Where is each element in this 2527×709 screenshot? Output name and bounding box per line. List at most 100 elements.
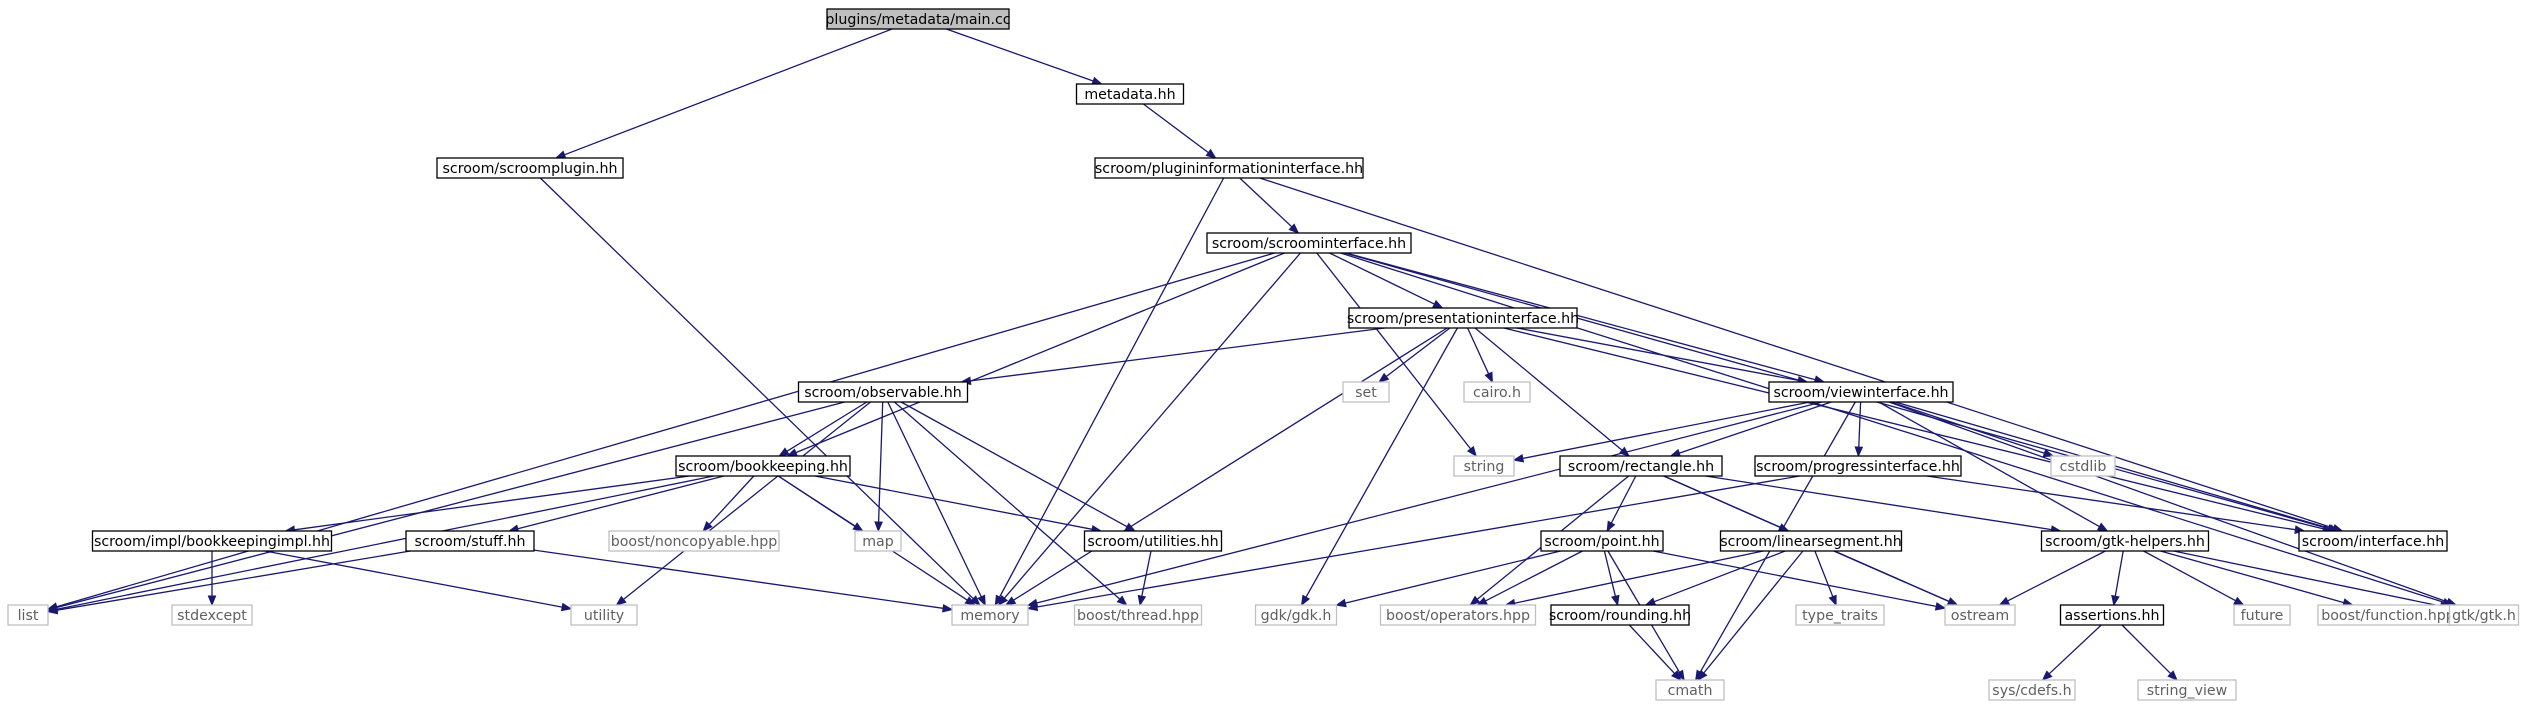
edge-line [2143, 550, 2236, 602]
edge-line [2160, 550, 2344, 604]
node-viewif[interactable]: scroom/viewinterface.hh [1768, 381, 1954, 403]
node-linearseg[interactable]: scroom/linearsegment.hh [1719, 530, 1903, 552]
edge-point-to-rounding [1603, 550, 1620, 607]
node-typetraits: type_traits [1795, 604, 1885, 626]
edge-line [1385, 327, 1451, 378]
node-point[interactable]: scroom/point.hh [1540, 530, 1664, 552]
node-metadata[interactable]: metadata.hh [1075, 83, 1185, 105]
arrowhead [1512, 453, 1525, 463]
edge-line [264, 550, 563, 608]
node-label: cairo.h [1473, 385, 1521, 401]
edge-scroomif-to-string [1316, 252, 1478, 458]
edge-bookkeeping-to-noncopyable [702, 475, 755, 532]
edge-line [1503, 327, 2324, 530]
arrowhead [1335, 598, 1347, 608]
edge-line [1345, 252, 1816, 381]
node-label: boost/noncopyable.hpp [611, 534, 778, 550]
node-rectangle[interactable]: scroom/rectangle.hh [1559, 455, 1723, 477]
edge-stuff-to-memory [533, 549, 954, 613]
node-gtkhelpers[interactable]: scroom/gtk-helpers.hh [2040, 530, 2210, 552]
edge-line [294, 475, 690, 531]
node-box [2233, 604, 2291, 626]
edge-plugininfo-to-scroomif [1239, 177, 1300, 234]
edge-rounding-to-cmath [1628, 624, 1682, 681]
edge-line [1833, 550, 1950, 602]
node-label: gdk/gdk.h [1261, 608, 1332, 624]
arrowhead [2167, 670, 2178, 681]
arrowhead [1205, 148, 1217, 159]
node-box [1348, 307, 1578, 329]
edge-scroomif-to-list [46, 252, 1275, 611]
arrowhead [874, 521, 883, 533]
node-presentation[interactable]: scroom/presentationinterface.hh [1347, 307, 1579, 329]
edge-line [893, 401, 1121, 600]
edge-presentation-to-viewif [1516, 327, 1809, 385]
node-label: string_view [2147, 683, 2228, 699]
arrowhead [1611, 594, 1620, 607]
node-stuff[interactable]: scroom/stuff.hh [405, 530, 535, 552]
node-box [405, 530, 535, 552]
node-assertions[interactable]: assertions.hh [2059, 604, 2165, 626]
node-scroomplugin[interactable]: scroom/scroomplugin.hh [436, 157, 624, 179]
edge-gtkhelpers-to-future [2143, 550, 2245, 606]
edge-line [1888, 401, 2448, 603]
node-box [2448, 604, 2520, 626]
arrowhead [46, 605, 59, 615]
node-box [91, 530, 333, 552]
node-box [1550, 604, 1690, 626]
node-box [608, 530, 780, 552]
node-interface[interactable]: scroom/interface.hh [2298, 530, 2448, 552]
node-box [1719, 530, 1903, 552]
node-box [1453, 455, 1515, 477]
node-syscdefs: sys/cdefs.h [1988, 679, 2076, 701]
node-cstdlib: cstdlib [2050, 455, 2116, 477]
node-scroomif[interactable]: scroom/scroominterface.hh [1206, 232, 1412, 254]
arrowhead [1675, 669, 1685, 682]
edge-line [1239, 177, 1293, 228]
edge-line [970, 327, 1385, 382]
node-utilities[interactable]: scroom/utilities.hh [1083, 530, 1223, 552]
edge-line [1316, 252, 1472, 450]
node-cmath: cmath [1655, 679, 1725, 701]
node-label: scroom/plugininformationinterface.hh [1095, 161, 1363, 177]
node-box [1768, 381, 1954, 403]
node-gdk: gdk/gdk.h [1254, 604, 1338, 626]
edge-point-to-gdk [1335, 550, 1561, 608]
node-label: cmath [1668, 683, 1713, 699]
node-label: utility [584, 608, 624, 624]
arrowhead [942, 603, 954, 613]
node-label: boost/operators.hpp [1386, 608, 1530, 624]
node-boostfunc: boost/function.hpp [2317, 604, 2459, 626]
edge-point-to-boostops [1476, 550, 1583, 606]
arrowhead [2042, 448, 2055, 458]
edge-viewif-to-gtk [1888, 401, 2458, 606]
node-future: future [2233, 604, 2291, 626]
edge-line [1890, 401, 2045, 454]
node-progress[interactable]: scroom/progressinterface.hh [1754, 455, 1962, 477]
node-box [675, 455, 851, 477]
node-label: memory [960, 608, 1019, 624]
node-bkimpl[interactable]: scroom/impl/bookkeepingimpl.hh [91, 530, 333, 552]
node-label: plugins/metadata/main.cc [825, 12, 1010, 28]
edge-line [2173, 550, 2441, 607]
node-label: boost/thread.hpp [1077, 608, 1199, 624]
node-bookkeeping[interactable]: scroom/bookkeeping.hh [675, 455, 851, 477]
node-box [2059, 604, 2165, 626]
node-list: list [7, 604, 49, 626]
edge-line [2121, 624, 2172, 675]
node-rounding[interactable]: scroom/rounding.hh [1549, 604, 1691, 626]
node-main[interactable]: plugins/metadata/main.cc [825, 8, 1011, 30]
edge-rectangle-to-gtkhelpers [1705, 475, 2062, 534]
node-box [854, 530, 902, 552]
arrowhead [1934, 602, 1947, 611]
edge-line [1143, 103, 1209, 154]
node-box [171, 604, 253, 626]
edge-observable-to-map [874, 401, 884, 533]
edge-scroomplugin-to-memory [539, 177, 981, 606]
node-label: scroom/viewinterface.hh [1773, 385, 1948, 401]
node-observable[interactable]: scroom/observable.hh [797, 381, 969, 403]
edge-main-to-metadata [946, 28, 1103, 85]
node-stdexcept: stdexcept [171, 604, 253, 626]
node-box [1540, 530, 1664, 552]
node-plugininfo[interactable]: scroom/plugininformationinterface.hh [1094, 157, 1364, 179]
